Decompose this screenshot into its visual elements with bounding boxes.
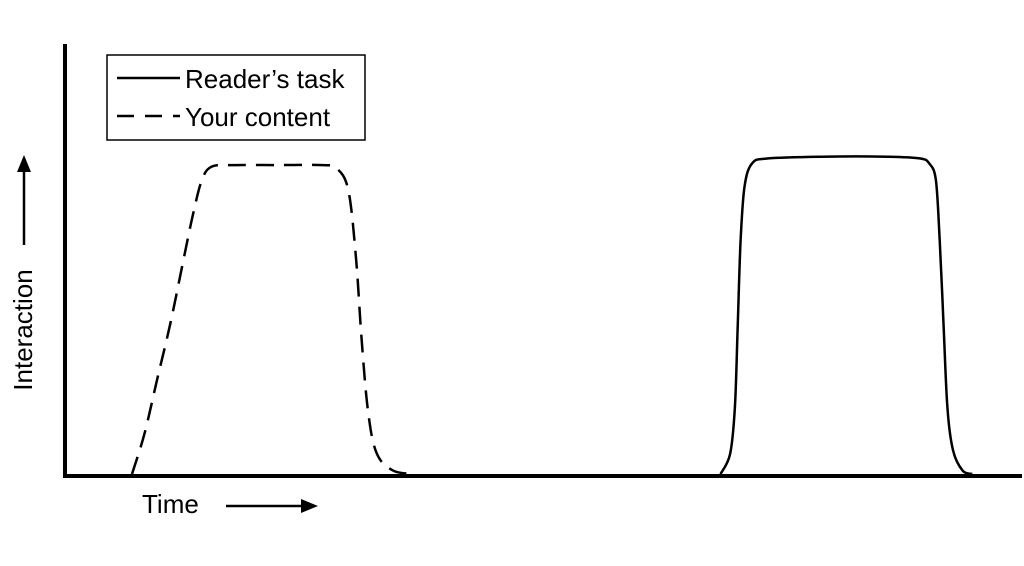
y-axis-label: Interaction (8, 269, 38, 390)
legend-label-readers-task: Reader’s task (185, 64, 345, 94)
legend-box (106, 54, 366, 141)
series-line-reader-s-task (719, 155, 973, 476)
y-axis-label-group: Interaction (8, 155, 38, 391)
y-axis-arrow-icon (17, 155, 31, 172)
x-axis-label: Time (142, 489, 199, 519)
series-layer (130, 155, 973, 476)
series-line-your-content (130, 163, 415, 476)
x-axis-label-group: Time (142, 489, 318, 519)
x-axis-arrow-icon (301, 499, 318, 513)
legend: Reader’s task Your content (106, 54, 366, 141)
legend-label-your-content: Your content (185, 102, 331, 132)
